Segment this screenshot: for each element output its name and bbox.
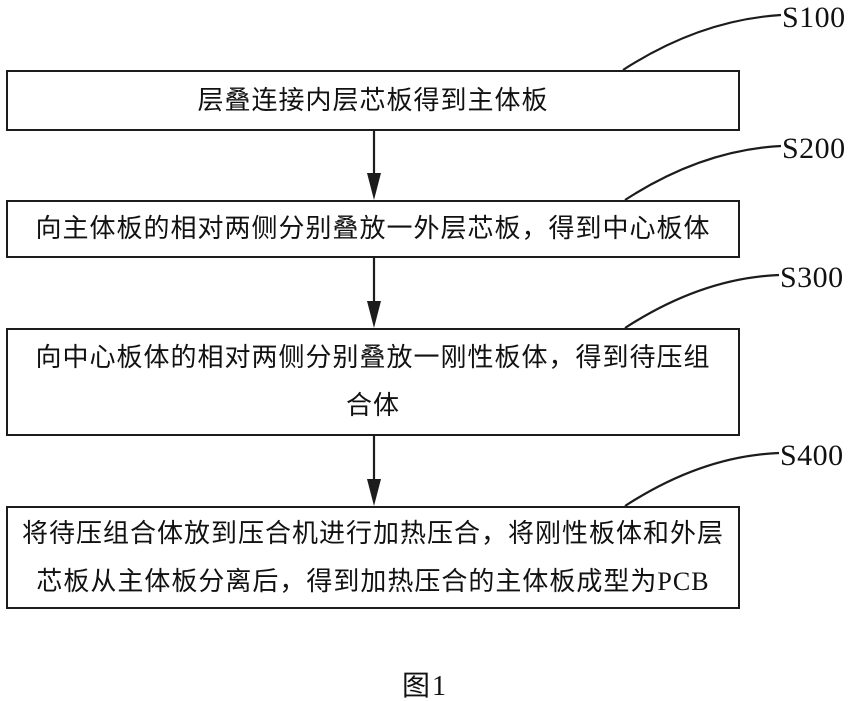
flow-arrow-2 (367, 258, 381, 328)
step-label-s400: S400 (780, 439, 844, 472)
step-box-s100: 层叠连接内层芯板得到主体板 (6, 70, 740, 131)
leader-line-s100 (622, 13, 782, 71)
leader-line-s300 (624, 273, 780, 329)
step-box-s300: 向中心板体的相对两侧分别叠放一刚性板体，得到待压组 合体 (6, 328, 740, 436)
step-label-s200: S200 (782, 132, 846, 165)
step-s300-text-line2: 合体 (345, 391, 400, 420)
step-box-s200: 向主体板的相对两侧分别叠放一外层芯板，得到中心板体 (6, 200, 740, 258)
leader-line-s200 (624, 144, 782, 201)
step-box-s400: 将待压组合体放到压合机进行加热压合，将刚性板体和外层 芯板从主体板分离后，得到加… (6, 506, 740, 609)
leader-line-s400 (624, 451, 780, 507)
step-s400-text-line1: 将待压组合体放到压合机进行加热压合，将刚性板体和外层 (21, 518, 724, 548)
flow-arrow-1 (367, 131, 381, 200)
step-s100-text: 层叠连接内层芯板得到主体板 (197, 85, 549, 115)
figure-caption: 图1 (401, 671, 448, 701)
step-s200-text: 向主体板的相对两侧分别叠放一外层芯板，得到中心板体 (35, 214, 711, 243)
step-label-s300: S300 (780, 261, 844, 294)
step-s300-text-line1: 向中心板体的相对两侧分别叠放一刚性板体，得到待压组 (35, 343, 711, 372)
flow-arrow-3 (367, 436, 381, 506)
step-s400-text-line2: 芯板从主体板分离后，得到加热压合的主体板成型为PCB (36, 566, 710, 596)
step-label-s100: S100 (782, 1, 846, 34)
